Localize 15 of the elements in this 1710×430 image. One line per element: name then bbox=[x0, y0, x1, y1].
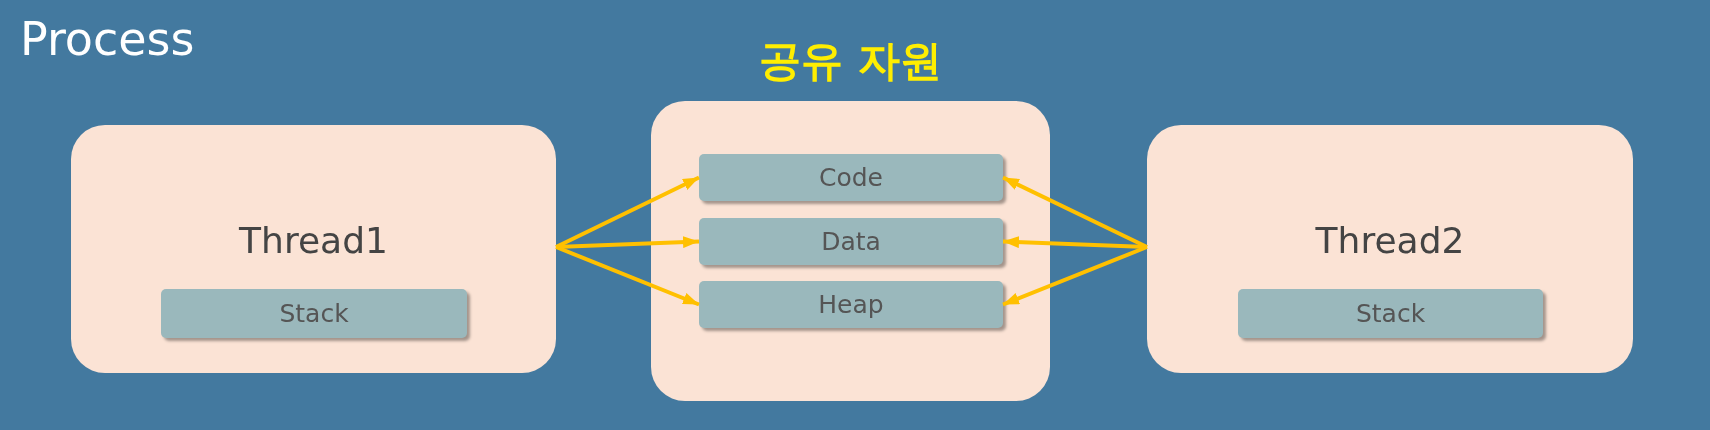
thread-label: Thread2 bbox=[1314, 220, 1466, 261]
memory-segment: Code bbox=[699, 154, 1003, 201]
arrow bbox=[555, 245, 700, 307]
section-heading: 공유 자원 bbox=[758, 35, 943, 87]
thread-box bbox=[71, 125, 556, 373]
memory-segment: Heap bbox=[699, 281, 1003, 328]
memory-segment: Stack bbox=[1238, 289, 1543, 338]
arrow bbox=[555, 175, 700, 249]
arrow bbox=[1002, 175, 1148, 249]
thread-box bbox=[1147, 125, 1633, 373]
thread-label: Thread1 bbox=[238, 220, 389, 261]
title: Process bbox=[20, 12, 195, 66]
arrow bbox=[1002, 245, 1148, 307]
memory-segment: Data bbox=[699, 218, 1003, 265]
memory-segment: Stack bbox=[161, 289, 467, 338]
